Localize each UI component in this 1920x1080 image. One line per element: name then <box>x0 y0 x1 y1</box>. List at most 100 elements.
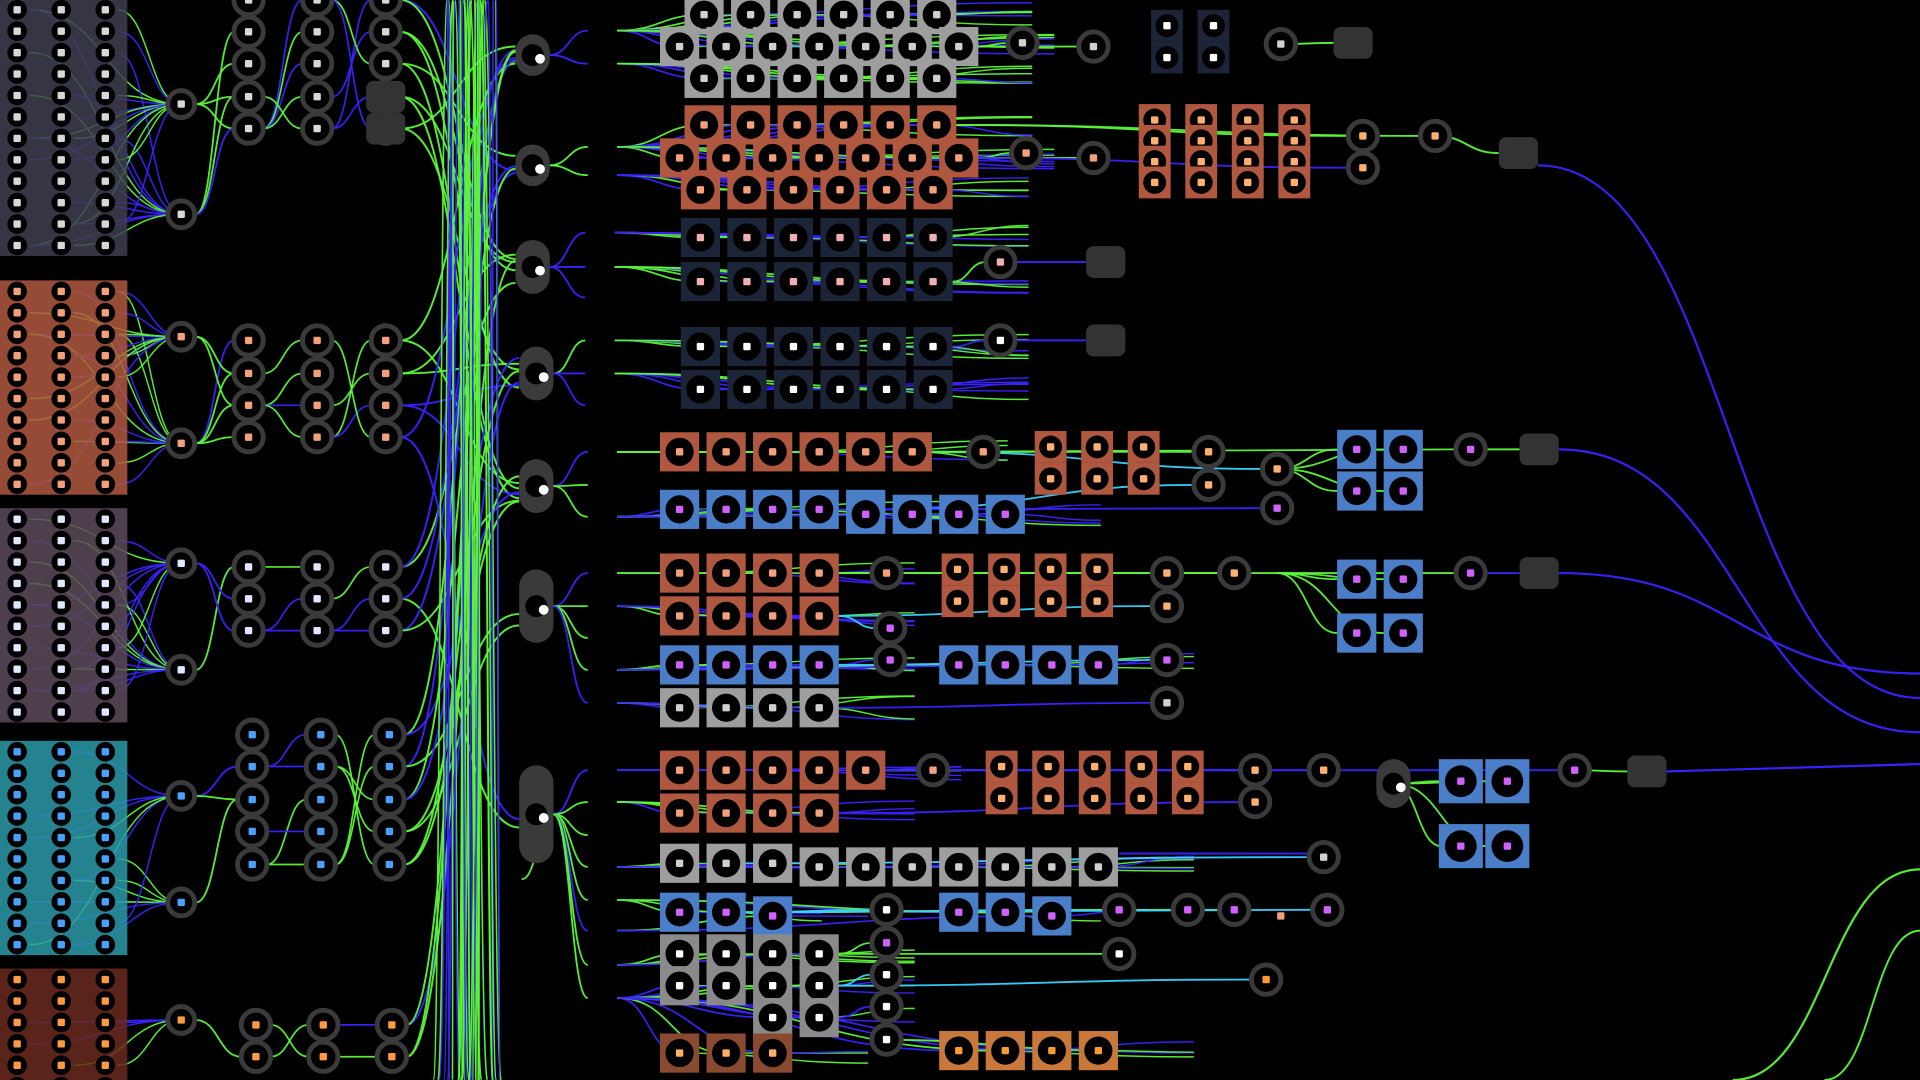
recipe-node[interactable] <box>706 688 746 728</box>
source-node[interactable] <box>7 388 27 409</box>
recipe-node[interactable] <box>1032 847 1072 887</box>
recipe-node[interactable] <box>773 170 814 210</box>
source-node[interactable] <box>51 128 72 149</box>
recipe-node[interactable] <box>1034 553 1067 586</box>
source-node[interactable] <box>95 324 116 345</box>
recipe-node[interactable] <box>753 793 793 833</box>
source-node[interactable] <box>95 763 116 784</box>
item-node[interactable] <box>300 79 335 114</box>
merge-node[interactable] <box>515 34 550 76</box>
source-node[interactable] <box>95 367 116 387</box>
recipe-node[interactable] <box>706 432 746 472</box>
recipe-node[interactable] <box>866 262 907 302</box>
item-node[interactable] <box>1260 491 1295 526</box>
recipe-node[interactable] <box>1138 166 1171 199</box>
source-node[interactable] <box>51 64 72 84</box>
recipe-node[interactable] <box>660 489 700 529</box>
source-node[interactable] <box>7 1034 27 1054</box>
item-node[interactable] <box>368 46 403 81</box>
recipe-node[interactable] <box>777 105 817 145</box>
recipe-node[interactable] <box>680 326 720 367</box>
item-node[interactable] <box>1310 892 1345 927</box>
recipe-node[interactable] <box>820 170 860 210</box>
source-node[interactable] <box>95 1012 116 1033</box>
source-node[interactable] <box>7 281 27 302</box>
recipe-node[interactable] <box>680 170 720 210</box>
source-node[interactable] <box>95 303 116 323</box>
item-node[interactable] <box>1008 135 1044 171</box>
item-node[interactable] <box>1263 26 1298 62</box>
recipe-node[interactable] <box>820 369 860 409</box>
source-node[interactable] <box>7 128 27 149</box>
item-node[interactable] <box>869 1022 904 1057</box>
source-node[interactable] <box>51 595 72 615</box>
recipe-node[interactable] <box>941 553 974 586</box>
recipe-node[interactable] <box>1337 559 1377 599</box>
item-node[interactable] <box>1306 840 1341 875</box>
item-node[interactable] <box>1102 892 1137 927</box>
source-node[interactable] <box>95 552 116 572</box>
item-node[interactable] <box>300 14 335 49</box>
source-node[interactable] <box>95 388 116 409</box>
recipe-node[interactable] <box>939 1031 979 1071</box>
recipe-node[interactable] <box>799 847 839 887</box>
item-node[interactable] <box>165 780 198 812</box>
recipe-node[interactable] <box>1034 431 1067 463</box>
source-node[interactable] <box>95 150 116 170</box>
recipe-node[interactable] <box>1337 471 1377 511</box>
recipe-node[interactable] <box>820 262 860 302</box>
source-node[interactable] <box>95 784 116 805</box>
merge-node[interactable] <box>519 459 554 514</box>
recipe-node[interactable] <box>988 553 1020 586</box>
item-node[interactable] <box>372 717 407 752</box>
source-node[interactable] <box>7 849 27 869</box>
source-node[interactable] <box>51 303 72 323</box>
recipe-node[interactable] <box>773 262 814 302</box>
source-node[interactable] <box>95 453 116 473</box>
recipe-node[interactable] <box>660 688 700 728</box>
merge-node[interactable] <box>515 240 550 294</box>
recipe-node[interactable] <box>706 645 746 685</box>
item-node[interactable] <box>303 814 338 849</box>
item-node[interactable] <box>368 14 403 49</box>
recipe-node[interactable] <box>1078 782 1111 815</box>
output-sink[interactable] <box>1498 137 1538 169</box>
source-node[interactable] <box>95 934 116 955</box>
source-node[interactable] <box>95 431 116 452</box>
recipe-node[interactable] <box>753 750 793 790</box>
recipe-node[interactable] <box>660 966 700 1006</box>
item-node[interactable] <box>372 847 407 882</box>
item-node[interactable] <box>165 88 198 120</box>
source-node[interactable] <box>51 509 72 529</box>
source-node[interactable] <box>7 192 27 213</box>
recipe-node[interactable] <box>799 596 839 636</box>
source-node[interactable] <box>51 474 72 495</box>
item-node[interactable] <box>368 549 403 585</box>
source-node[interactable] <box>95 1034 116 1054</box>
item-node[interactable] <box>1260 451 1295 487</box>
recipe-node[interactable] <box>1032 750 1065 783</box>
item-node[interactable] <box>1237 784 1273 820</box>
output-sink[interactable] <box>366 80 406 113</box>
item-node[interactable] <box>300 581 335 616</box>
source-node[interactable] <box>51 659 72 679</box>
recipe-node[interactable] <box>913 170 953 210</box>
recipe-node[interactable] <box>1383 613 1423 653</box>
item-node[interactable] <box>231 420 266 455</box>
recipe-node[interactable] <box>727 326 767 367</box>
item-node[interactable] <box>372 782 407 817</box>
source-node[interactable] <box>95 85 116 106</box>
output-sink[interactable] <box>1333 26 1373 59</box>
recipe-node[interactable] <box>753 688 793 728</box>
item-node[interactable] <box>300 46 335 81</box>
recipe-node[interactable] <box>727 262 767 302</box>
item-node[interactable] <box>1191 467 1226 503</box>
item-node[interactable] <box>235 717 270 752</box>
recipe-node[interactable] <box>706 966 746 1006</box>
recipe-node[interactable] <box>985 782 1018 815</box>
source-node[interactable] <box>51 1034 72 1054</box>
item-node[interactable] <box>300 111 335 146</box>
source-node[interactable] <box>7 150 27 170</box>
output-sink[interactable] <box>1086 246 1126 278</box>
source-node[interactable] <box>7 1055 27 1076</box>
